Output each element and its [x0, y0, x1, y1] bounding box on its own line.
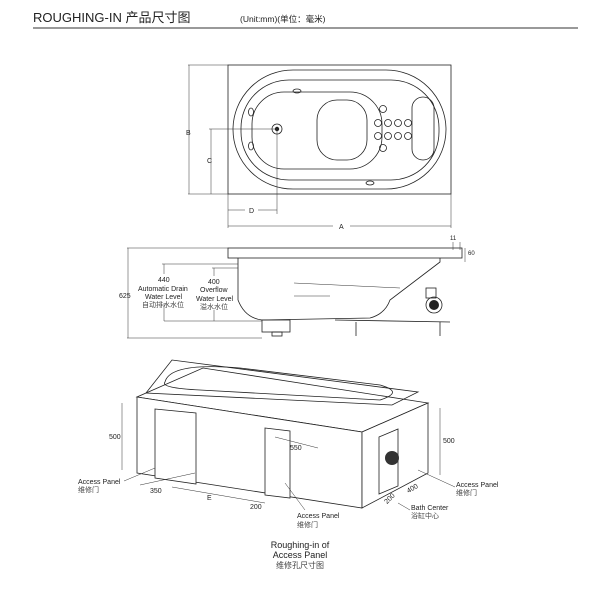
access-opening-left [154, 408, 197, 485]
bath-center-en: Bath Center [411, 505, 449, 512]
iso-e: E [207, 495, 212, 502]
dim-11: 11 [450, 236, 457, 242]
dim-b: B [186, 130, 191, 137]
overflow-cn: 溢水水位 [200, 302, 228, 311]
dim-a: A [339, 224, 344, 231]
overflow-value: 400 [208, 279, 220, 286]
iso-left-500: 500 [109, 434, 121, 441]
tub-rim-side [227, 247, 463, 259]
access-right-en: Access Panel [456, 482, 499, 489]
auto-drain-line1: Automatic Drain [138, 286, 188, 293]
caption-line1: Roughing-in of [271, 540, 330, 550]
iso-basin [164, 366, 393, 401]
iso-550: 550 [290, 445, 302, 452]
access-mid-cn: 维修门 [297, 520, 318, 529]
auto-drain-line2: Water Level [145, 294, 183, 301]
backrest [316, 99, 368, 161]
access-right-cn: 维修门 [456, 488, 477, 497]
tub-outline-top [227, 64, 452, 195]
jet-cluster [248, 88, 412, 186]
page-title: ROUGHING-IN 产品尺寸图 [33, 10, 190, 25]
unit-label: (Unit:mm)(单位：毫米) [240, 14, 326, 24]
access-left-en: Access Panel [78, 479, 121, 486]
access-mid-en: Access Panel [297, 513, 340, 520]
bath-center-cn: 浴缸中心 [411, 511, 439, 520]
side-view: 625 440 Automatic Drain Water Level 自动排水… [119, 236, 475, 339]
iso-view: 500 500 550 350 E 200 200 400 Access Pan… [78, 359, 499, 570]
iso-400-right: 400 [406, 483, 420, 495]
top-view: B C D A [186, 64, 452, 231]
pump-icon [425, 296, 443, 314]
iso-350: 350 [150, 488, 162, 495]
dim-625: 625 [119, 293, 131, 300]
dim-d: D [249, 208, 254, 215]
caption-cn: 维修孔尺寸图 [276, 560, 324, 570]
iso-200-mid: 200 [250, 504, 262, 511]
overflow-line2: Water Level [196, 296, 234, 303]
iso-right-500: 500 [443, 438, 455, 445]
caption-line2: Access Panel [273, 550, 328, 560]
tub-rim [232, 69, 447, 190]
tub-basin [251, 91, 383, 170]
tub-body-side [237, 258, 441, 321]
headrest [411, 96, 435, 161]
overflow-line1: Overflow [200, 287, 229, 294]
auto-drain-cn: 自动排水水位 [142, 300, 184, 309]
access-opening-mid [264, 427, 291, 499]
dim-60: 60 [468, 251, 475, 257]
dim-c: C [207, 158, 212, 165]
pump-icon-iso [385, 451, 399, 465]
access-left-cn: 维修门 [78, 485, 99, 494]
auto-drain-value: 440 [158, 277, 170, 284]
